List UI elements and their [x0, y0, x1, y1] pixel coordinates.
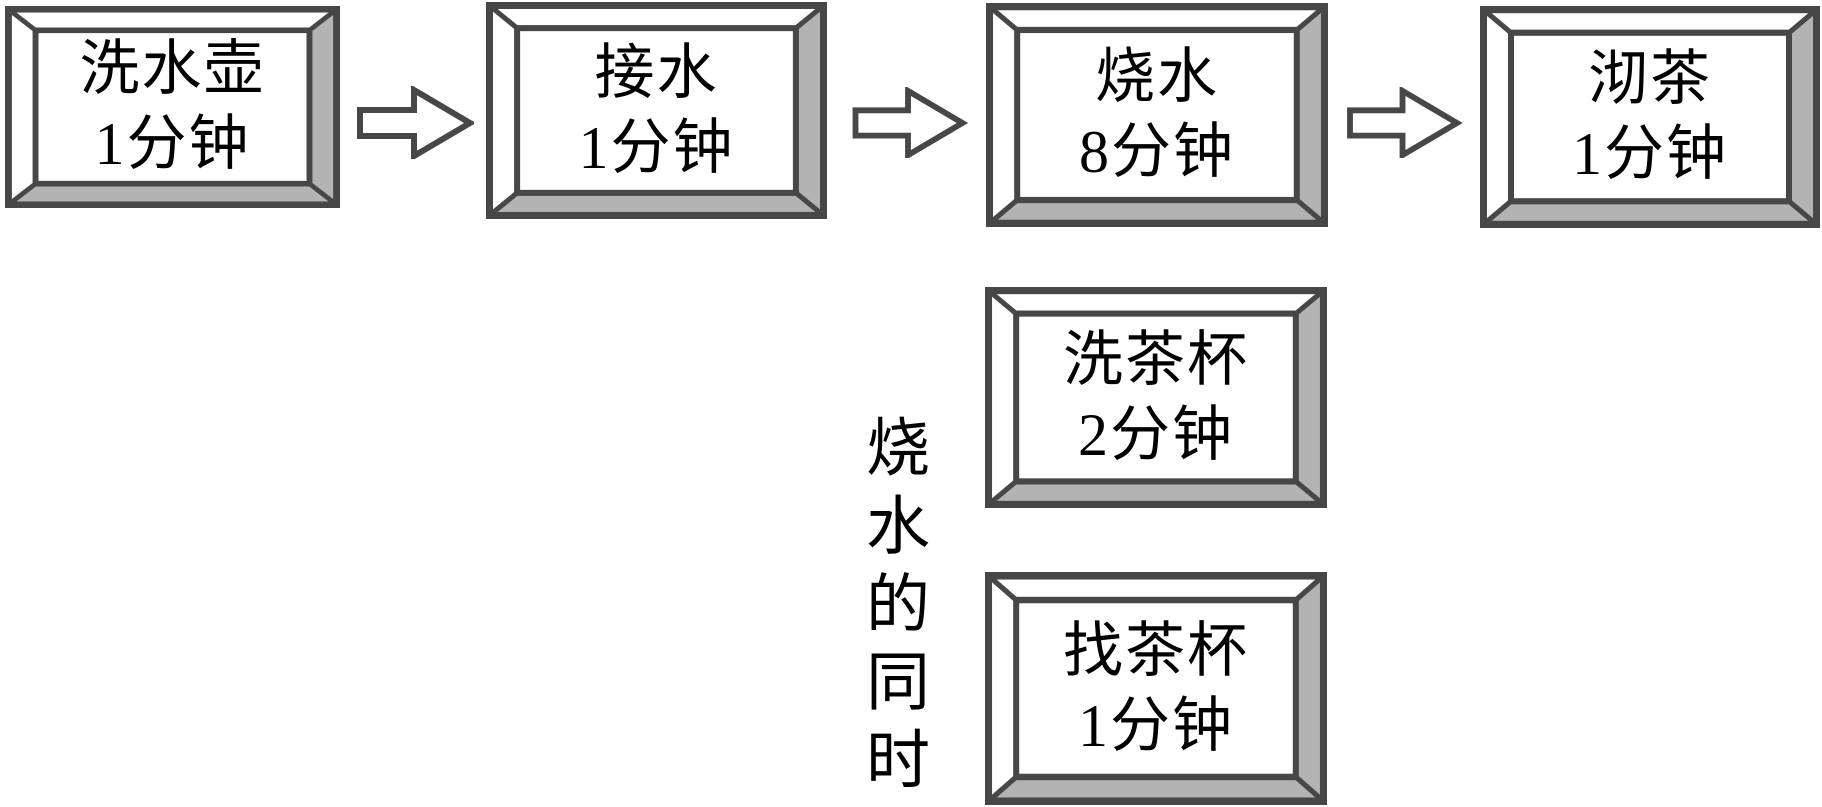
step-label: 洗水壶: [79, 36, 266, 102]
step-duration: 1分钟: [1572, 121, 1728, 187]
step-duration: 1分钟: [1078, 692, 1234, 759]
step-label: 沏茶: [1588, 46, 1712, 112]
box-frame-3d-icon: [1480, 6, 1820, 228]
box-frame-3d-icon: [5, 6, 340, 208]
step-duration: 8分钟: [1079, 119, 1235, 185]
step-duration: 1分钟: [94, 111, 251, 177]
flow-box-brew-tea: 沏茶 1分钟: [1480, 6, 1820, 228]
step-duration: 2分钟: [1078, 401, 1234, 468]
step-text: 沏茶 1分钟: [1480, 6, 1820, 228]
step-label: 洗茶杯: [1063, 326, 1249, 393]
box-frame-3d-icon: [986, 3, 1328, 227]
side-note-while-boiling: 烧水的同时: [857, 414, 928, 804]
step-label: 烧水: [1095, 44, 1219, 110]
flow-box-wash-kettle: 洗水壶 1分钟: [5, 6, 340, 208]
step-label: 找茶杯: [1063, 617, 1249, 684]
step-text: 洗茶杯 2分钟: [985, 287, 1327, 508]
flow-box-boil-water: 烧水 8分钟: [986, 3, 1328, 227]
box-frame-3d-icon: [985, 572, 1327, 805]
step-label: 接水: [594, 39, 719, 106]
flow-box-fill-water: 接水 1分钟: [486, 2, 827, 219]
box-frame-3d-icon: [486, 2, 827, 219]
box-frame-3d-icon: [985, 287, 1327, 508]
step-text: 烧水 8分钟: [986, 3, 1328, 227]
arrow-right-icon: [852, 87, 968, 158]
arrow-right-icon: [1347, 87, 1463, 158]
arrow-right-icon: [357, 86, 474, 159]
step-duration: 1分钟: [578, 114, 735, 181]
flow-box-find-teacups: 找茶杯 1分钟: [985, 572, 1327, 805]
flow-box-wash-teacups: 洗茶杯 2分钟: [985, 287, 1327, 508]
step-text: 找茶杯 1分钟: [985, 572, 1327, 805]
step-text: 接水 1分钟: [486, 2, 827, 219]
step-text: 洗水壶 1分钟: [5, 6, 340, 208]
